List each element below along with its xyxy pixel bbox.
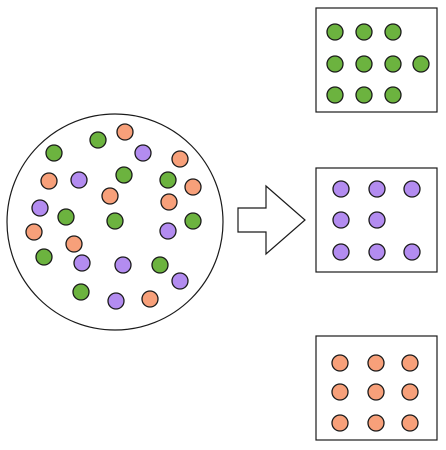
orange-sorted-dot	[331, 383, 349, 401]
mixed-pool-circle	[6, 113, 224, 331]
orange-dot	[160, 193, 178, 211]
sorted-box-purple	[315, 167, 438, 273]
orange-sorted-dot	[401, 414, 419, 432]
arrow-right-icon	[237, 184, 306, 256]
green-dot	[115, 166, 133, 184]
purple-dot	[70, 171, 88, 189]
sorted-box-dots	[326, 23, 430, 432]
purple-dot	[134, 144, 152, 162]
orange-dot	[65, 235, 83, 253]
purple-dot	[171, 272, 189, 290]
purple-sorted-dot	[403, 180, 421, 198]
orange-dot	[184, 178, 202, 196]
purple-dot	[31, 199, 49, 217]
orange-sorted-dot	[331, 354, 349, 372]
green-sorted-dot	[384, 86, 402, 104]
green-dot	[159, 171, 177, 189]
purple-sorted-dot	[368, 180, 386, 198]
orange-dot	[171, 150, 189, 168]
green-sorted-dot	[384, 55, 402, 73]
orange-dot	[141, 290, 159, 308]
green-sorted-dot	[355, 23, 373, 41]
purple-sorted-dot	[332, 180, 350, 198]
orange-dot	[101, 187, 119, 205]
orange-sorted-dot	[331, 414, 349, 432]
purple-dot	[107, 292, 125, 310]
orange-dot	[25, 223, 43, 241]
purple-dot	[73, 254, 91, 272]
orange-sorted-dot	[367, 354, 385, 372]
purple-dot	[159, 222, 177, 240]
green-dot	[184, 212, 202, 230]
green-sorted-dot	[326, 55, 344, 73]
orange-sorted-dot	[367, 383, 385, 401]
green-sorted-dot	[355, 55, 373, 73]
sorted-box-green	[315, 7, 438, 113]
purple-sorted-dot	[368, 211, 386, 229]
green-sorted-dot	[412, 55, 430, 73]
purple-sorted-dot	[403, 243, 421, 261]
green-dot	[151, 256, 169, 274]
green-sorted-dot	[355, 86, 373, 104]
green-dot	[35, 248, 53, 266]
mixed-pool-dots	[25, 123, 202, 310]
purple-sorted-dot	[332, 211, 350, 229]
green-dot	[57, 208, 75, 226]
green-sorted-dot	[326, 23, 344, 41]
green-dot	[45, 144, 63, 162]
orange-sorted-dot	[367, 414, 385, 432]
purple-sorted-dot	[332, 243, 350, 261]
purple-dot	[114, 256, 132, 274]
orange-sorted-dot	[401, 354, 419, 372]
green-dot	[106, 212, 124, 230]
green-dot	[89, 131, 107, 149]
purple-sorted-dot	[368, 243, 386, 261]
orange-dot	[116, 123, 134, 141]
green-sorted-dot	[384, 23, 402, 41]
sorted-box-orange	[315, 335, 438, 441]
green-dot	[72, 283, 90, 301]
orange-dot	[40, 172, 58, 190]
green-sorted-dot	[326, 86, 344, 104]
orange-sorted-dot	[401, 383, 419, 401]
